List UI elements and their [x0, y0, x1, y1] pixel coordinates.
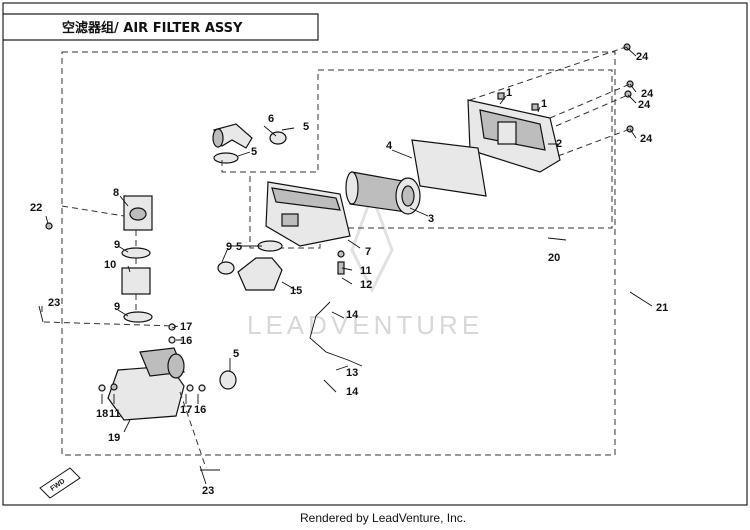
part-24-bolt-c [624, 90, 632, 98]
callout-22: 22 [30, 202, 42, 214]
part-9-clamp-lower [123, 311, 153, 323]
callout-8: 8 [113, 187, 119, 199]
callout-9c: 9 [114, 301, 120, 313]
callout-20: 20 [548, 252, 560, 264]
part-8-connector [123, 195, 153, 231]
callout-11a: 11 [360, 265, 372, 277]
callout-1b: 1 [541, 98, 547, 110]
callout-9a: 9 [114, 239, 120, 251]
callout-15: 15 [290, 285, 302, 297]
part-18-washer [98, 384, 106, 392]
part-7-air-box [265, 181, 351, 247]
part-5-clamp-upper [269, 131, 287, 145]
callout-18: 18 [96, 408, 108, 420]
callout-24c: 24 [638, 99, 651, 111]
callout-1a: 1 [506, 87, 512, 99]
part-1-clip-a [497, 92, 505, 100]
diagram-title: 空滤器组/ AIR FILTER ASSY [62, 20, 243, 36]
callout-9b: 9 [226, 241, 232, 253]
callout-16b: 16 [194, 404, 206, 416]
part-3-filter-element [345, 171, 421, 215]
boundary-assy-21 [61, 51, 616, 456]
callout-21: 21 [656, 302, 668, 314]
callout-14a: 14 [346, 309, 359, 321]
part-22-screw [45, 222, 53, 230]
part-17-washer-lower [186, 384, 194, 392]
part-15-hose [237, 257, 283, 291]
callout-3: 3 [428, 213, 434, 225]
part-5-clamp-elbow [213, 152, 239, 164]
part-5-clamp-lower [219, 370, 237, 390]
callout-5d: 5 [233, 348, 239, 360]
part-10-sleeve [121, 267, 151, 295]
part-9-clamp-upper [121, 247, 151, 259]
part-9-clamp-hose [217, 261, 235, 275]
part-11-clip-left [110, 383, 118, 391]
callout-23b: 23 [202, 485, 214, 497]
callout-13: 13 [346, 367, 358, 379]
callout-10: 10 [104, 259, 116, 271]
diagram-border [2, 2, 748, 506]
fwd-indicator: FWD [39, 467, 81, 499]
part-11-clip-right [337, 250, 345, 258]
watermark-text: LEADVENTURE [247, 310, 483, 340]
callout-5c: 5 [236, 241, 242, 253]
callout-14b: 14 [346, 386, 359, 398]
watermark-logo [350, 190, 394, 294]
part-23-screw-upper [38, 305, 44, 323]
callout-23a: 23 [48, 297, 60, 309]
part-19-resonator [107, 347, 185, 421]
leader-lines [41, 46, 653, 485]
part-13-breather-tube [309, 301, 363, 367]
callout-7: 7 [365, 246, 371, 258]
callout-2: 2 [556, 138, 562, 150]
part-16-nut-lower [198, 384, 206, 392]
alignment-lines [43, 46, 631, 469]
callout-24a: 24 [636, 51, 649, 63]
callout-24d: 24 [640, 133, 653, 145]
part-24-bolt-a [623, 43, 631, 51]
callout-17b: 17 [180, 404, 192, 416]
callout-5a: 5 [303, 121, 309, 133]
callout-11b: 11 [109, 408, 121, 420]
callout-5b: 5 [251, 146, 257, 158]
callout-6: 6 [268, 113, 274, 125]
callout-16a: 16 [180, 335, 192, 347]
callout-17a: 17 [180, 321, 192, 333]
title-box [3, 13, 319, 41]
part-16-nut-upper [168, 336, 176, 344]
callout-24b: 24 [641, 88, 654, 100]
part-4-gasket [411, 139, 487, 197]
callout-12: 12 [360, 279, 372, 291]
footer-credit: Rendered by LeadVenture, Inc. [300, 511, 466, 525]
part-6-elbow [212, 123, 253, 149]
part-2-filter-cover [467, 99, 561, 173]
part-1-clip-b [531, 103, 539, 111]
callout-19: 19 [108, 432, 120, 444]
callout-4: 4 [386, 140, 393, 152]
